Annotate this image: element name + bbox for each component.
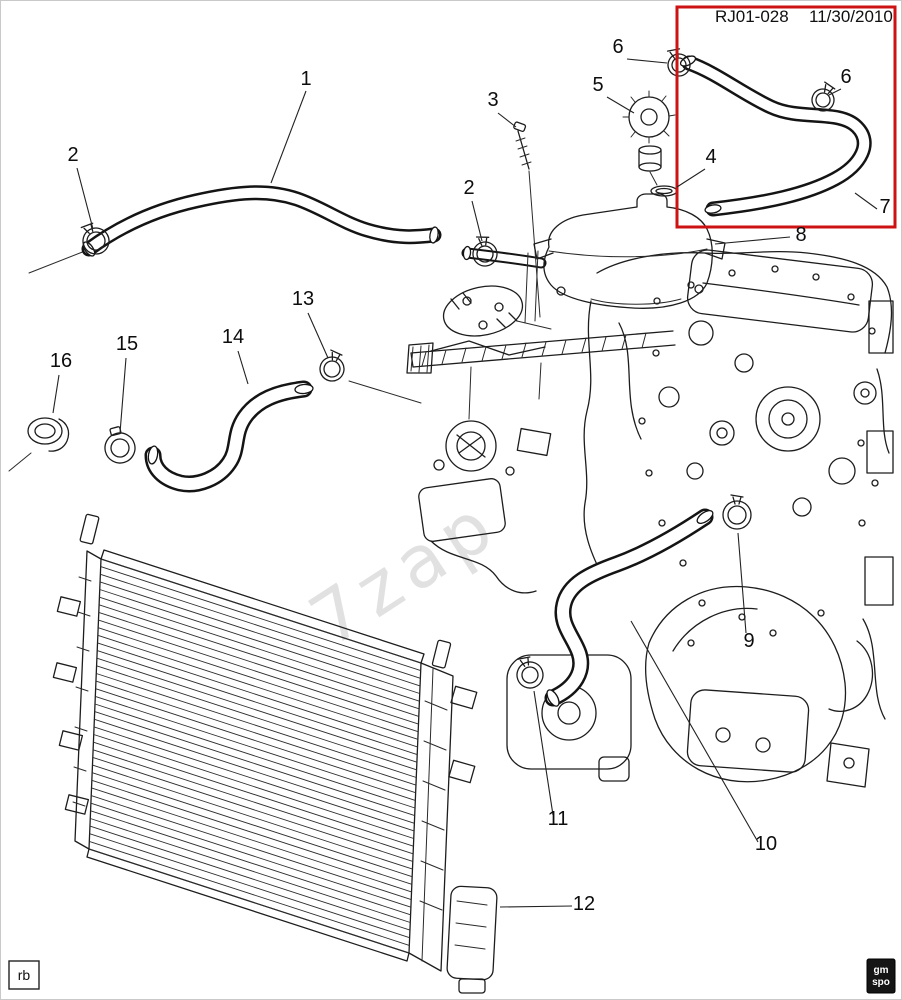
svg-text:6: 6 (612, 36, 623, 58)
body-front-rail (348, 330, 676, 420)
engine-assembly (418, 249, 894, 788)
callout-2a[interactable]: 2 (67, 144, 94, 230)
connector-part16 (8, 417, 70, 472)
hose-clamp-part9 (722, 494, 752, 530)
reference-stamp-left: rb (8, 960, 40, 990)
radiator-core-fins (88, 558, 422, 954)
svg-text:13: 13 (292, 288, 314, 310)
svg-text:2: 2 (67, 144, 78, 166)
svg-text:rb: rb (18, 967, 31, 983)
callout-8[interactable]: 8 (714, 224, 807, 246)
radiator-assembly (52, 513, 498, 994)
callout-9[interactable]: 9 (737, 532, 755, 652)
hose-clamp-part11 (516, 656, 544, 689)
callout-1[interactable]: 1 (270, 68, 312, 184)
radiator-hose-part14 (144, 380, 314, 493)
callout-12[interactable]: 12 (499, 893, 595, 915)
hose-clamp-part2-right (472, 236, 498, 267)
gm-parts-stamp: gm spo (866, 958, 896, 994)
hose-clamp-part6-right (811, 81, 836, 112)
callout-3[interactable]: 3 (487, 89, 517, 128)
callout-14[interactable]: 14 (222, 326, 249, 385)
svg-text:3: 3 (487, 89, 498, 111)
hose-clamp-part15 (104, 426, 136, 464)
svg-text:15: 15 (116, 333, 138, 355)
callout-7[interactable]: 7 (854, 192, 891, 218)
upper-hose-part1 (28, 185, 442, 274)
svg-text:8: 8 (795, 224, 806, 246)
callout-2b[interactable]: 2 (463, 177, 483, 242)
overflow-hose-part7 (679, 55, 872, 217)
svg-text:gm: gm (874, 965, 889, 976)
reservoir-cap-part5 (622, 90, 676, 186)
drawing-number: RJ01-028 (715, 7, 789, 26)
svg-text:2: 2 (463, 177, 474, 199)
highlight-selection-box (675, 5, 897, 229)
callout-16[interactable]: 16 (50, 350, 72, 414)
callout-4[interactable]: 4 (676, 146, 717, 188)
watermark-text: 7zap (295, 480, 513, 662)
drawing-date: 11/30/2010 (809, 7, 893, 26)
tank-stub-hose (461, 245, 547, 269)
callout-15[interactable]: 15 (116, 333, 138, 434)
hose-clamp-part2-left (80, 222, 110, 255)
radiator-mount-pin (79, 513, 100, 545)
svg-text:11: 11 (548, 808, 569, 830)
svg-text:1: 1 (300, 68, 311, 90)
svg-text:9: 9 (743, 630, 754, 652)
seal-ring-part4 (650, 185, 678, 197)
callout-11[interactable]: 11 (533, 690, 569, 830)
svg-text:5: 5 (592, 74, 603, 96)
hose-clamp-part13 (319, 349, 345, 382)
svg-text:16: 16 (50, 350, 72, 372)
svg-text:14: 14 (222, 326, 244, 348)
lower-hose-part10 (544, 508, 714, 707)
callout-10[interactable]: 10 (630, 620, 777, 855)
svg-text:6: 6 (840, 66, 851, 88)
coolant-reservoir-tank (516, 193, 726, 330)
svg-text:12: 12 (573, 893, 595, 915)
radiator-lower-bracket (446, 885, 498, 994)
radiator-mount-pin (431, 639, 452, 669)
callout-5[interactable]: 5 (592, 74, 635, 114)
svg-text:spo: spo (872, 977, 890, 988)
callout-13[interactable]: 13 (292, 288, 329, 359)
svg-text:7: 7 (879, 196, 890, 218)
svg-text:10: 10 (755, 833, 777, 855)
callout-6b[interactable]: 6 (828, 66, 852, 96)
callout-6a[interactable]: 6 (612, 36, 668, 64)
svg-text:4: 4 (705, 146, 716, 168)
drawing-header: RJ01-028 11/30/2010 (715, 7, 893, 26)
